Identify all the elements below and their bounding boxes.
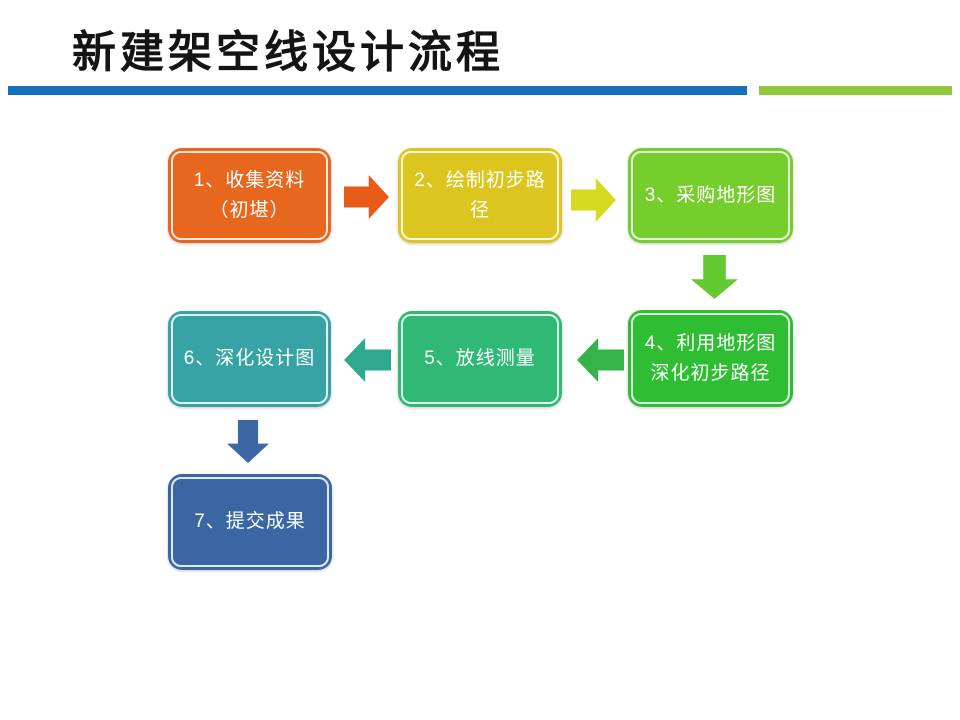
arrow-left-icon-step4-step5 <box>577 338 624 382</box>
flow-step-3: 3、采购地形图 <box>628 148 793 243</box>
flow-step-2-label: 2、绘制初步路 径 <box>414 170 546 221</box>
arrow-right-icon-step2-step3 <box>571 178 616 222</box>
arrow-right-icon-step1-step2 <box>344 175 389 219</box>
arrow-left-icon-step5-step6 <box>344 338 391 382</box>
flow-step-5-label: 5、放线测量 <box>424 348 536 370</box>
flow-step-6: 6、深化设计图 <box>168 311 331 407</box>
flow-step-3-label: 3、采购地形图 <box>644 184 777 206</box>
flow-step-4-label: 4、利用地形图 深化初步路径 <box>644 333 777 384</box>
flow-step-7: 7、提交成果 <box>168 474 332 570</box>
flow-step-6-label: 6、深化设计图 <box>183 348 316 370</box>
flow-step-2: 2、绘制初步路 径 <box>398 148 562 243</box>
arrow-down-icon-step6-step7 <box>227 420 269 463</box>
flow-step-1-label: 1、收集资料 （初堪） <box>193 170 306 221</box>
flow-step-1: 1、收集资料 （初堪） <box>168 148 331 243</box>
arrow-down-icon-step3-step4 <box>691 255 738 299</box>
page-title: 新建架空线设计流程 <box>72 28 504 77</box>
flow-step-7-label: 7、提交成果 <box>194 511 306 533</box>
flow-step-5: 5、放线测量 <box>398 311 562 407</box>
divider-green-segment <box>759 86 952 95</box>
divider-blue-segment <box>8 86 747 95</box>
flow-step-4: 4、利用地形图 深化初步路径 <box>628 310 793 407</box>
